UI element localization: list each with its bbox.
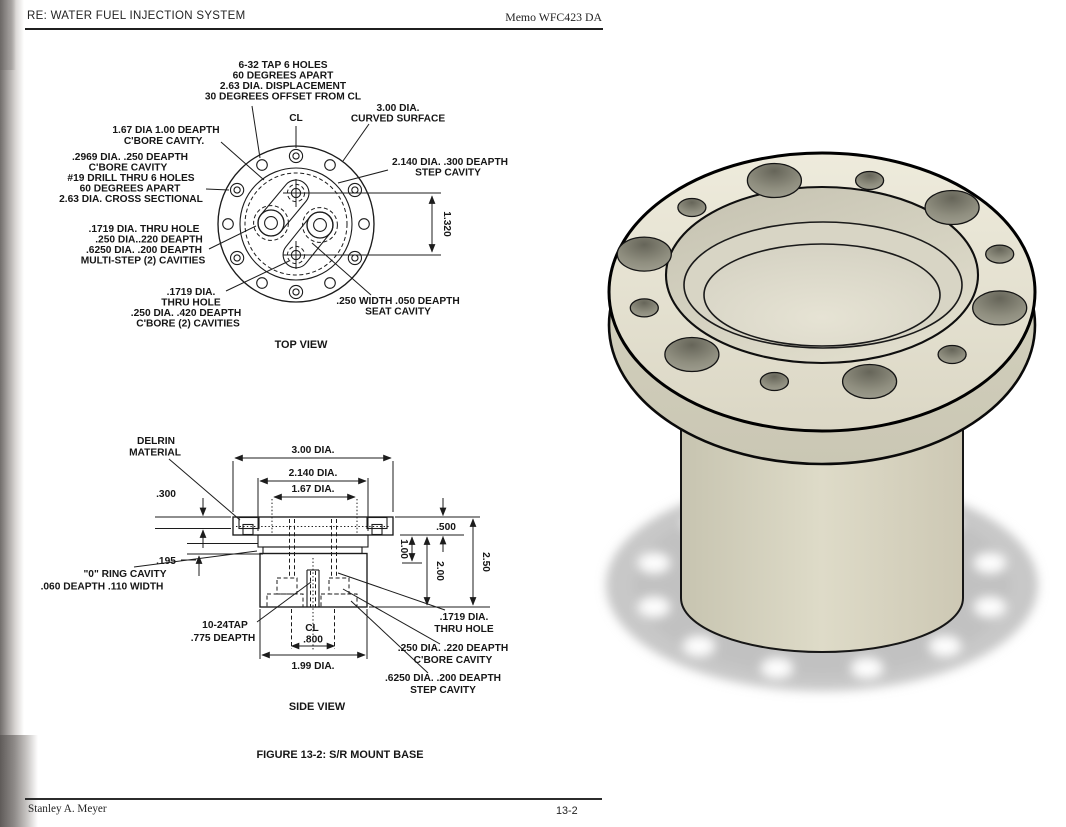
- figure-caption: FIGURE 13-2: S/R MOUNT BASE: [256, 749, 423, 761]
- ann-drill-line2: C'BORE CAVITY: [89, 163, 168, 174]
- ann-cbore-line1: .250 DIA. .220 DEAPTH: [398, 643, 508, 654]
- header-rule: [25, 28, 603, 31]
- dim-199dia: 1.99 DIA.: [291, 661, 334, 672]
- top-view-caption: TOP VIEW: [275, 339, 329, 351]
- dim-300dia: 3.00 DIA.: [291, 445, 334, 456]
- dim-300thk: .300: [156, 489, 176, 500]
- ann-curved-line1: 3.00 DIA.: [376, 103, 419, 114]
- ann-thru-line1: .1719 DIA.: [440, 612, 489, 623]
- ann-seat-line1: .250 WIDTH .050 DEAPTH: [336, 296, 459, 307]
- ann-cbore-line2: C'BORE CAVITY: [414, 655, 493, 666]
- footer-rule: [25, 798, 602, 800]
- ann-cbore167-line2: C'BORE CAVITY.: [124, 136, 205, 147]
- multi-step-slots: [257, 179, 334, 269]
- page-number: 13-2: [556, 805, 578, 817]
- scan-edge-top: [0, 0, 16, 70]
- top-view-drawing: 1.320 6-32 TAP 6 HOLES 60 DEGREES APART …: [59, 60, 508, 351]
- ann-multistep-line2: .250 DIA..220 DEAPTH: [95, 235, 203, 246]
- dim-195: .195: [156, 556, 176, 567]
- centerline-label: CL: [289, 113, 303, 124]
- ann-stepcav-line1: .6250 DIA. .200 DEAPTH: [385, 673, 501, 684]
- ann-tap-line3: 2.63 DIA. DISPLACEMENT: [220, 81, 347, 92]
- ann-tap-line1: 10-24TAP: [202, 620, 248, 631]
- cbore-cavity-floor: [703, 243, 941, 347]
- dim-500: .500: [436, 522, 456, 533]
- flange-bolt-holes: [616, 162, 1028, 400]
- side-view-drawing: 3.00 DIA. 2.140 DIA. 1.67 DIA. .300 .1: [41, 436, 509, 761]
- ann-thru-line2: THRU HOLE: [434, 624, 494, 635]
- ann-tap-line1: 6-32 TAP 6 HOLES: [238, 60, 327, 71]
- ann-tap-line2: .775 DEAPTH: [191, 633, 256, 644]
- ann-tap-line4: 30 DEGREES OFFSET FROM CL: [205, 92, 361, 103]
- ann-multistep-line4: MULTI-STEP (2) CAVITIES: [81, 256, 206, 267]
- side-left-dims: .300 .195: [155, 489, 263, 576]
- ann-thru-line4: C'BORE (2) CAVITIES: [136, 319, 240, 330]
- scan-edge-shadow: [0, 0, 24, 827]
- ann-drill-line1: .2969 DIA. .250 DEAPTH: [72, 152, 188, 163]
- tap-holes: [222, 159, 370, 289]
- ann-multistep-line3: .6250 DIA. .200 DEAPTH: [86, 245, 202, 256]
- ann-cbore167-line1: 1.67 DIA 1.00 DEAPTH: [112, 125, 219, 136]
- side-bottom-dims: CL .800 1.99 DIA.: [259, 609, 368, 672]
- dim-167dia: 1.67 DIA.: [291, 484, 334, 495]
- dim-100: 1.00: [398, 539, 409, 559]
- dim-250: 2.50: [480, 552, 491, 572]
- ann-drill-line5: 2.63 DIA. CROSS SECTIONAL: [59, 194, 203, 205]
- part-body-cylinder: [680, 430, 964, 653]
- ann-seat-line2: SEAT CAVITY: [365, 307, 431, 318]
- ann-tap-line2: 60 DEGREES APART: [233, 71, 335, 82]
- side-top-dims: 3.00 DIA. 2.140 DIA. 1.67 DIA.: [232, 445, 394, 531]
- ann-multistep-line1: .1719 DIA. THRU HOLE: [89, 224, 200, 235]
- ann-thru-line3: .250 DIA. .420 DEAPTH: [131, 308, 241, 319]
- drill-holes: [229, 148, 363, 300]
- side-leaders: [133, 458, 446, 674]
- dim-cl: CL: [305, 623, 319, 634]
- dim-2140dia: 2.140 DIA.: [289, 468, 338, 479]
- dim-800: .800: [303, 635, 323, 646]
- material-line1: DELRIN: [137, 436, 175, 447]
- memo-label: Memo WFC423 DA: [505, 10, 602, 24]
- cbore-holes: [253, 205, 338, 243]
- dim-200: 2.00: [434, 561, 445, 581]
- ann-thru-line2: THRU HOLE: [161, 298, 221, 309]
- material-line2: MATERIAL: [129, 448, 181, 459]
- side-right-dims: .500 1.00 2.00 2.50: [369, 498, 491, 608]
- scan-edge-bottom: [0, 735, 38, 827]
- ann-step-line2: STEP CAVITY: [415, 168, 481, 179]
- ann-stepcav-line2: STEP CAVITY: [410, 685, 476, 696]
- product-render-svg: [606, 151, 1038, 691]
- dim-1320-label: 1.320: [441, 211, 452, 237]
- ann-thru-line1: .1719 DIA.: [167, 287, 216, 298]
- side-view-caption: SIDE VIEW: [289, 701, 346, 713]
- dim-1320: 1.320: [303, 192, 452, 256]
- ann-drill-line3: #19 DRILL THRU 6 HOLES: [67, 173, 194, 184]
- ann-curved-line2: CURVED SURFACE: [351, 114, 446, 125]
- ann-oring-line2: .060 DEAPTH .110 WIDTH: [41, 582, 164, 593]
- page-header-title: RE: WATER FUEL INJECTION SYSTEM: [27, 10, 246, 22]
- ann-drill-line4: 60 DEGREES APART: [80, 184, 182, 195]
- leader-lines: [205, 105, 389, 296]
- footer-author: Stanley A. Meyer: [28, 803, 107, 815]
- ann-step-line1: 2.140 DIA. .300 DEAPTH: [392, 157, 508, 168]
- ann-oring-line1: "0" RING CAVITY: [83, 569, 166, 580]
- technical-drawing-svg: 1.320 6-32 TAP 6 HOLES 60 DEGREES APART …: [41, 60, 509, 761]
